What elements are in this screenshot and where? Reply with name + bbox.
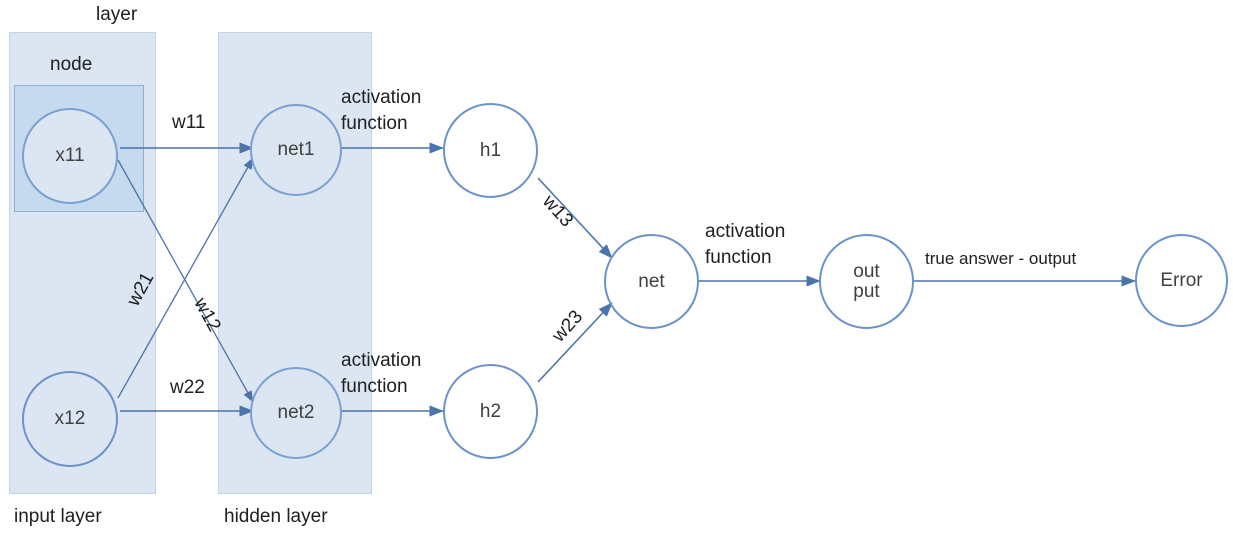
node-net1: net1 [250, 104, 342, 196]
node-output: out put [819, 234, 914, 329]
node-h2: h2 [443, 364, 538, 459]
activation-function-3-line2: function [705, 247, 772, 268]
node-x11-label: x11 [55, 145, 85, 167]
activation-function-1-line1: activation [341, 87, 422, 108]
node-output-label-line1: out [853, 260, 880, 282]
label-layer: layer [96, 4, 138, 25]
node-x12: x12 [22, 371, 118, 467]
weight-w22-label: w22 [170, 377, 205, 398]
node-h1-label: h1 [479, 139, 502, 161]
activation-function-3-line1: activation [705, 221, 786, 242]
activation-function-1-line2: function [341, 113, 408, 134]
weight-w23-label: w23 [548, 306, 588, 347]
node-error-label: Error [1160, 269, 1203, 291]
label-hidden-layer: hidden layer [224, 506, 328, 527]
node-net2-label: net2 [277, 402, 315, 424]
weight-w13-label: w13 [538, 191, 578, 232]
label-input-layer: input layer [14, 506, 102, 527]
activation-function-2-line2: function [341, 376, 408, 397]
node-h1: h1 [443, 103, 538, 198]
label-node: node [50, 54, 93, 75]
true-answer-output-label: true answer - output [925, 249, 1077, 268]
weight-w11-label: w11 [172, 112, 206, 133]
node-x11: x11 [22, 108, 118, 204]
node-net-label: net [638, 270, 665, 292]
activation-function-2-line1: activation [341, 350, 422, 371]
node-output-label-line2: put [853, 280, 880, 302]
node-net1-label: net1 [277, 139, 315, 161]
node-x12-label: x12 [54, 408, 86, 430]
node-error: Error [1135, 234, 1228, 327]
node-net2: net2 [250, 367, 342, 459]
node-h2-label: h2 [479, 400, 502, 422]
node-net: net [604, 234, 699, 329]
